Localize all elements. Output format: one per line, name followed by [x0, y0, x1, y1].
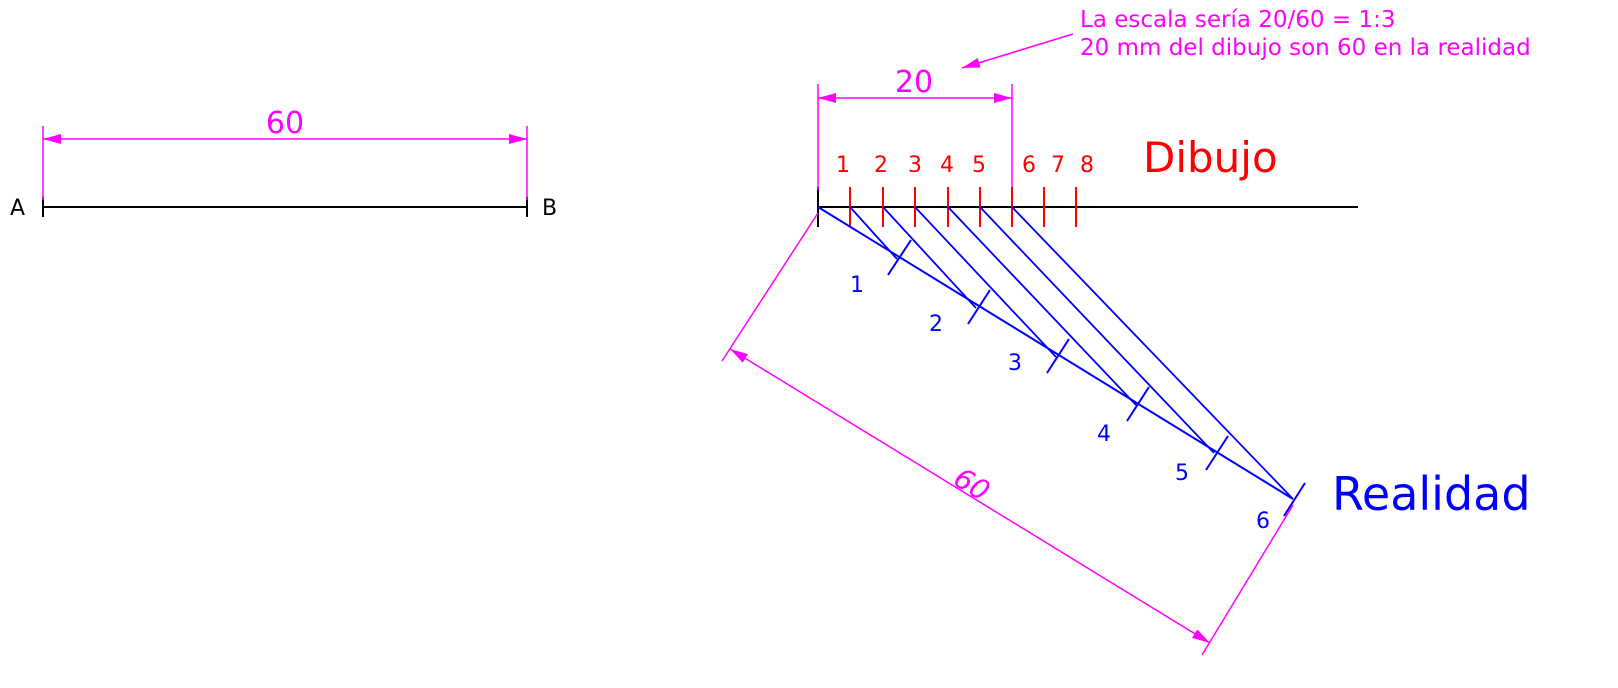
realidad-mark-label: 5 [1175, 461, 1189, 486]
dibujo-mark-label: 8 [1080, 153, 1094, 178]
dibujo-mark-label: 7 [1051, 153, 1065, 178]
parallel-line [849, 206, 898, 260]
scale-note-line2: 20 mm del dibujo son 60 en la realidad [1080, 35, 1531, 61]
label-b: B [542, 196, 557, 221]
parallel-line [914, 206, 1057, 358]
realidad-mark-label: 1 [850, 273, 864, 298]
parallel-line [882, 206, 977, 309]
realidad-tick [1205, 435, 1229, 471]
realidad-mark-label: 2 [929, 312, 943, 337]
realidad-tick [1283, 482, 1306, 517]
realidad-tick [887, 239, 912, 276]
realidad-mark-label: 3 [1008, 351, 1022, 376]
dibujo-dimension-text: 20 [895, 65, 933, 100]
segment-ab-group: A B 60 [10, 106, 557, 221]
realidad-dimension-line [729, 348, 1211, 644]
dibujo-mark-label: 4 [940, 153, 954, 178]
realidad-tick [967, 289, 991, 325]
realidad-extension-right [1201, 504, 1294, 656]
realidad-tick [1046, 338, 1070, 374]
label-a: A [10, 196, 25, 221]
dibujo-title: Dibujo [1143, 133, 1278, 182]
realidad-mark-label: 6 [1256, 509, 1270, 534]
realidad-title: Realidad [1332, 467, 1531, 521]
scale-note-line1: La escala sería 20/60 = 1:3 [1080, 7, 1395, 33]
realidad-dimension-text: 60 [948, 461, 996, 508]
dibujo-mark-label: 6 [1022, 153, 1036, 178]
realidad-extension-left [721, 212, 819, 362]
dibujo-group: Dibujo 20 1 2 3 4 5 6 7 8 [817, 65, 1358, 227]
segment-ab-dimension-text: 60 [266, 106, 304, 141]
dibujo-mark-label: 1 [836, 153, 850, 178]
dibujo-mark-label: 3 [908, 153, 922, 178]
parallel-line [979, 206, 1215, 454]
scale-note-leader [961, 33, 1074, 69]
realidad-group: 1 2 3 4 5 6 Realidad 60 [721, 206, 1531, 656]
dibujo-mark-label: 2 [874, 153, 888, 178]
realidad-mark-label: 4 [1097, 422, 1111, 447]
scale-note: La escala sería 20/60 = 1:3 20 mm del di… [961, 7, 1531, 69]
dibujo-mark-label: 5 [972, 153, 986, 178]
realidad-tick [1126, 386, 1150, 422]
